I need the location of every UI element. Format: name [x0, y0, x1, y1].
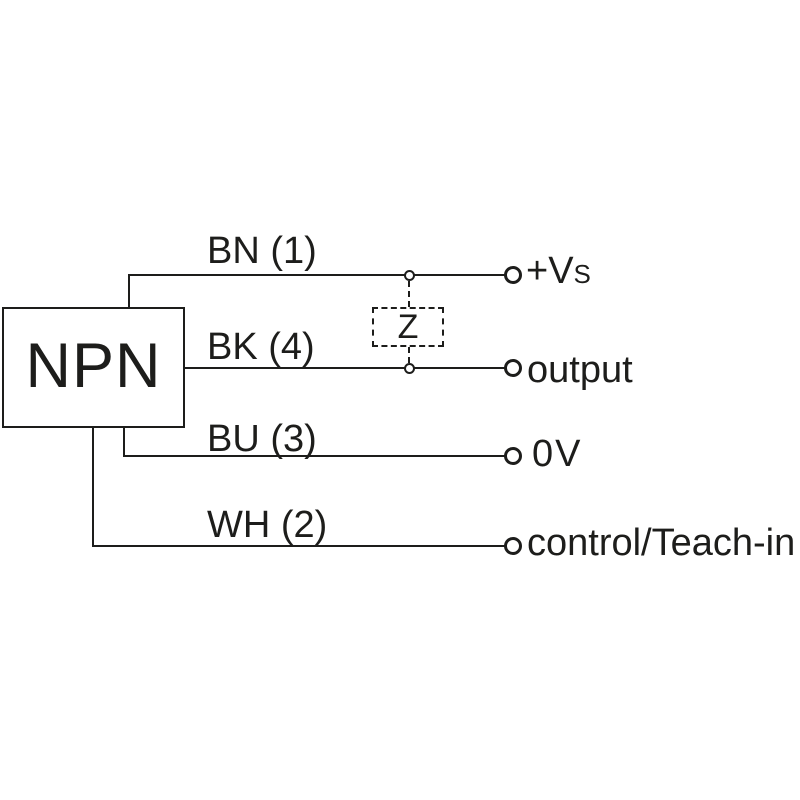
wire-label-bk: BK (4) [207, 326, 315, 368]
terminal-label-vs-sub: S [573, 259, 591, 289]
wire-label-bu: BU (3) [207, 418, 317, 460]
terminal-label-control: control/Teach-in [527, 522, 796, 564]
terminal-circle-control [504, 537, 522, 555]
terminal-label-output: output [527, 349, 633, 391]
wire-bn-horizontal [127, 273, 506, 276]
terminal-circle-vs [504, 266, 522, 284]
terminal-circle-output [504, 359, 522, 377]
terminal-label-vs-main: +V [526, 250, 574, 292]
wire-wh-horizontal [91, 544, 506, 547]
wire-bu-horizontal [122, 454, 506, 457]
wire-bk-horizontal [184, 366, 505, 369]
impedance-box: Z [372, 307, 444, 347]
junction-dot-bk [403, 362, 415, 374]
junction-dot-bn [403, 269, 415, 281]
wire-label-wh: WH (2) [207, 504, 328, 546]
wire-label-bn: BN (1) [207, 230, 317, 272]
device-label: NPN [25, 331, 162, 401]
terminal-label-0v: 0V [532, 433, 583, 475]
terminal-label-vs: +VS [526, 252, 591, 293]
impedance-label: Z [397, 308, 419, 346]
wire-wh-vertical [91, 427, 94, 547]
terminal-circle-0v [504, 447, 522, 465]
wire-bu-vertical [122, 427, 125, 457]
impedance-connector-bottom [407, 347, 410, 363]
impedance-connector-top [407, 281, 410, 307]
wire-bn-vertical [127, 275, 130, 309]
device-box: NPN [2, 307, 185, 428]
